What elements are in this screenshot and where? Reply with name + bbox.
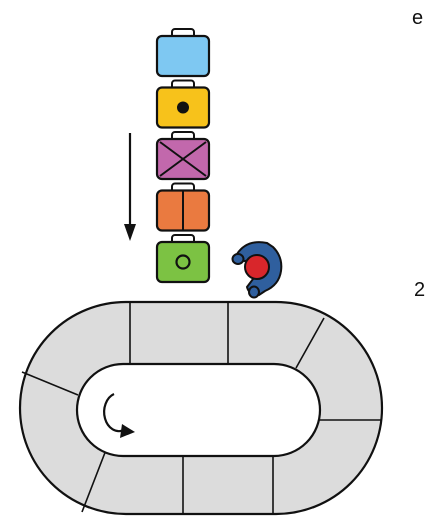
- corner-letter-label: e: [412, 8, 423, 28]
- suitcase-none-icon: [157, 29, 209, 76]
- side-number-label: 2: [414, 280, 425, 300]
- baggage-carousel-belt: [20, 302, 382, 514]
- person-top-view-icon: [233, 242, 282, 297]
- suitcase-dot-icon: [157, 81, 209, 128]
- suitcase-ring-icon: [157, 235, 209, 282]
- suitcase-queue: [157, 29, 209, 282]
- suitcase-split-icon: [157, 184, 209, 231]
- suitcase-cross-icon: [157, 132, 209, 179]
- queue-direction-arrow: [124, 133, 136, 241]
